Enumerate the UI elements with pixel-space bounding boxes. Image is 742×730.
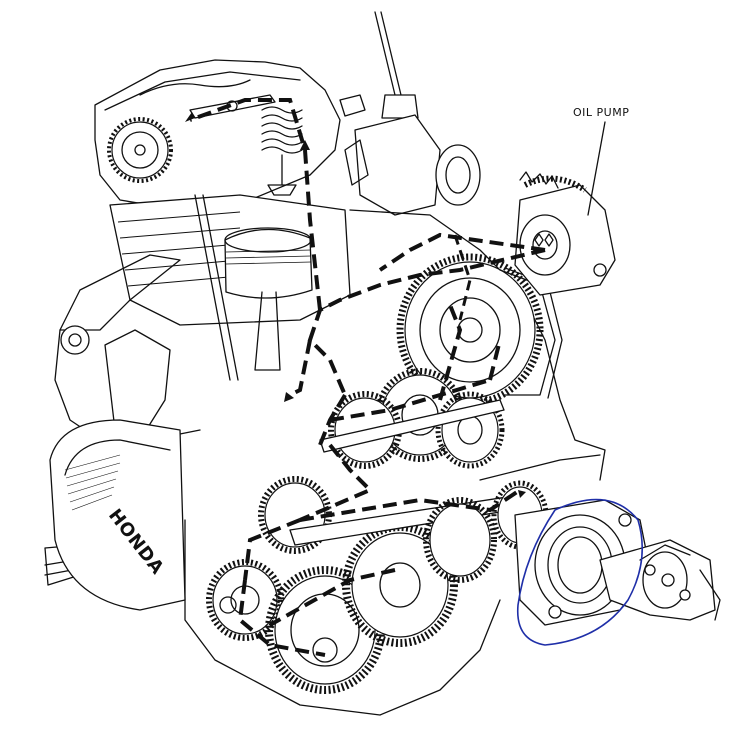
cylinder-barrel <box>109 194 351 381</box>
output-flange <box>514 499 721 626</box>
oil-pump-callout: OIL PUMP <box>573 106 629 216</box>
lower-gear-cluster <box>206 476 549 694</box>
left-crankcase-cover: HONDA <box>49 419 186 611</box>
cylinder-head <box>94 59 341 211</box>
oil-flow-path <box>185 98 546 657</box>
oil-pump-component <box>514 171 616 296</box>
carburetor <box>339 11 481 216</box>
oil-pump-label: OIL PUMP <box>573 106 629 119</box>
annotation-circle <box>516 498 643 646</box>
